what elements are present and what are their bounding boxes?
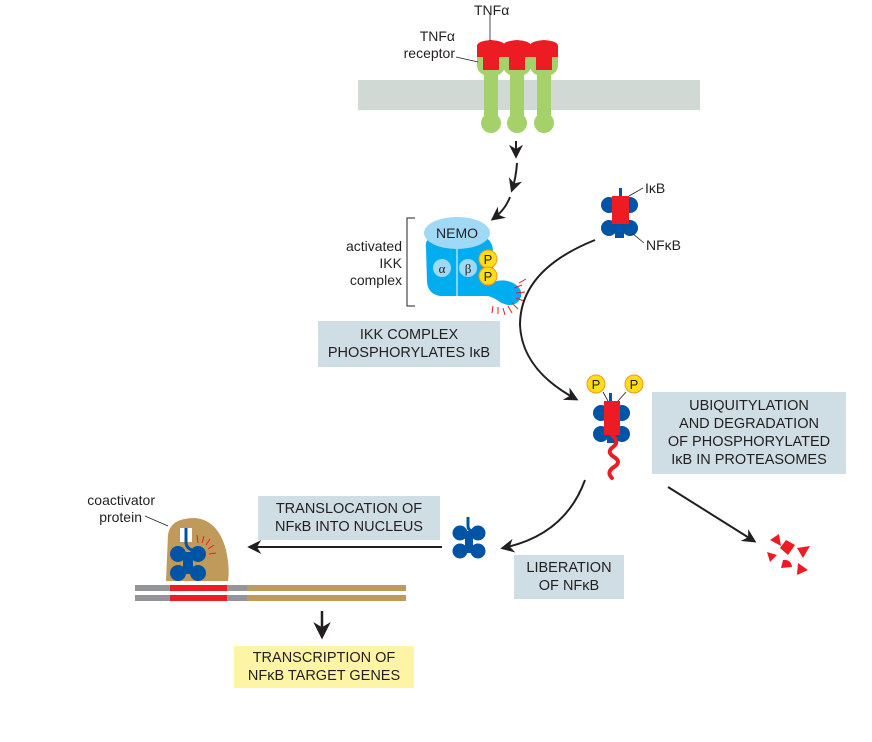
tnf-receptor-label-line1: TNFα — [419, 28, 455, 44]
ikk-bracket — [406, 217, 415, 307]
liberation-arrow — [500, 479, 586, 553]
beta-label: β — [465, 261, 472, 276]
phosphate — [586, 374, 606, 394]
step-translocation: TRANSLOCATION OF NFκB INTO NUCLEUS — [258, 496, 440, 540]
ikk-complex — [424, 217, 527, 316]
phosphate-label: P — [484, 252, 493, 267]
signal-arrows — [490, 141, 523, 221]
step-text-line: OF PHOSPHORYLATED — [667, 434, 831, 450]
ikk-label-line2: IKK — [379, 255, 402, 271]
tnf-alpha-ligand — [503, 40, 531, 70]
result-text-line: NFκB TARGET GENES — [247, 668, 401, 684]
step-ikk-phosphorylates-ikb: IKK COMPLEX PHOSPHORYLATES IκB — [318, 321, 500, 367]
plasma-membrane — [358, 80, 700, 110]
step-text-line: LIBERATION — [526, 560, 612, 576]
ikb-nfkb-complex — [601, 187, 645, 244]
tnf-receptor — [477, 40, 505, 133]
coactivator-label-line2: protein — [99, 509, 142, 525]
step-text-line: NFκB INTO NUCLEUS — [275, 519, 423, 535]
phosphate — [478, 266, 498, 286]
ubiquitin-chain — [607, 433, 620, 480]
phosphate — [624, 374, 644, 394]
tnf-receptor-label-line2: receptor — [403, 45, 455, 61]
tnf-receptor — [530, 40, 558, 133]
phosphate-label: P — [592, 377, 601, 392]
step-text-line: IκB IN PROTEASOMES — [671, 452, 827, 468]
coactivator-label-line1: coactivator — [87, 492, 155, 508]
degraded-ikb-fragments — [767, 534, 810, 575]
receptor-leader — [455, 56, 479, 63]
activity-rays — [491, 278, 527, 316]
alpha-subunit — [433, 259, 451, 277]
ikb-protein — [612, 196, 629, 224]
tnf-receptor — [503, 40, 531, 133]
nemo-label: NEMO — [436, 225, 478, 241]
ikk-label-line3: complex — [349, 272, 402, 288]
step-text-line: IKK COMPLEX — [359, 327, 459, 343]
step-text-line: PHOSPHORYLATES IκB — [327, 345, 491, 361]
dna-double-strand — [135, 585, 406, 601]
free-nfkb — [452, 517, 486, 559]
step-text-line: TRANSLOCATION OF — [275, 501, 423, 517]
tnf-alpha-ligand — [477, 40, 505, 70]
step-text-line: OF NFκB — [538, 578, 600, 594]
result-text-line: TRANSCRIPTION OF — [252, 650, 396, 666]
alpha-label: α — [439, 261, 446, 276]
phosphate-label: P — [484, 269, 493, 284]
beta-subunit — [459, 259, 477, 277]
tnf-alpha-ligand — [530, 40, 558, 70]
tnf-receptors — [477, 40, 558, 133]
nfkb-label: NFκB — [646, 237, 681, 253]
result-transcription: TRANSCRIPTION OF NFκB TARGET GENES — [234, 646, 414, 688]
bound-nfkb — [170, 528, 217, 581]
degradation-arrow — [667, 486, 757, 543]
step-liberation: LIBERATION OF NFκB — [514, 555, 624, 599]
ikk-label-line1: activated — [345, 238, 402, 254]
ikb-protein — [604, 401, 620, 435]
step-text-line: UBIQUITYLATION — [689, 398, 809, 414]
phosphate-label: P — [630, 377, 639, 392]
step-text-line: AND DEGRADATION — [679, 416, 819, 432]
phosphorylated-ikb-complex — [586, 374, 644, 480]
nemo-subunit — [424, 217, 490, 249]
tnf-alpha-label: TNFα — [474, 2, 510, 18]
ikb-label: IκB — [645, 180, 666, 196]
phosphorylation-arrow — [518, 239, 596, 401]
step-ubiquitylation-degradation: UBIQUITYLATION AND DEGRADATION OF PHOSPH… — [652, 392, 846, 474]
